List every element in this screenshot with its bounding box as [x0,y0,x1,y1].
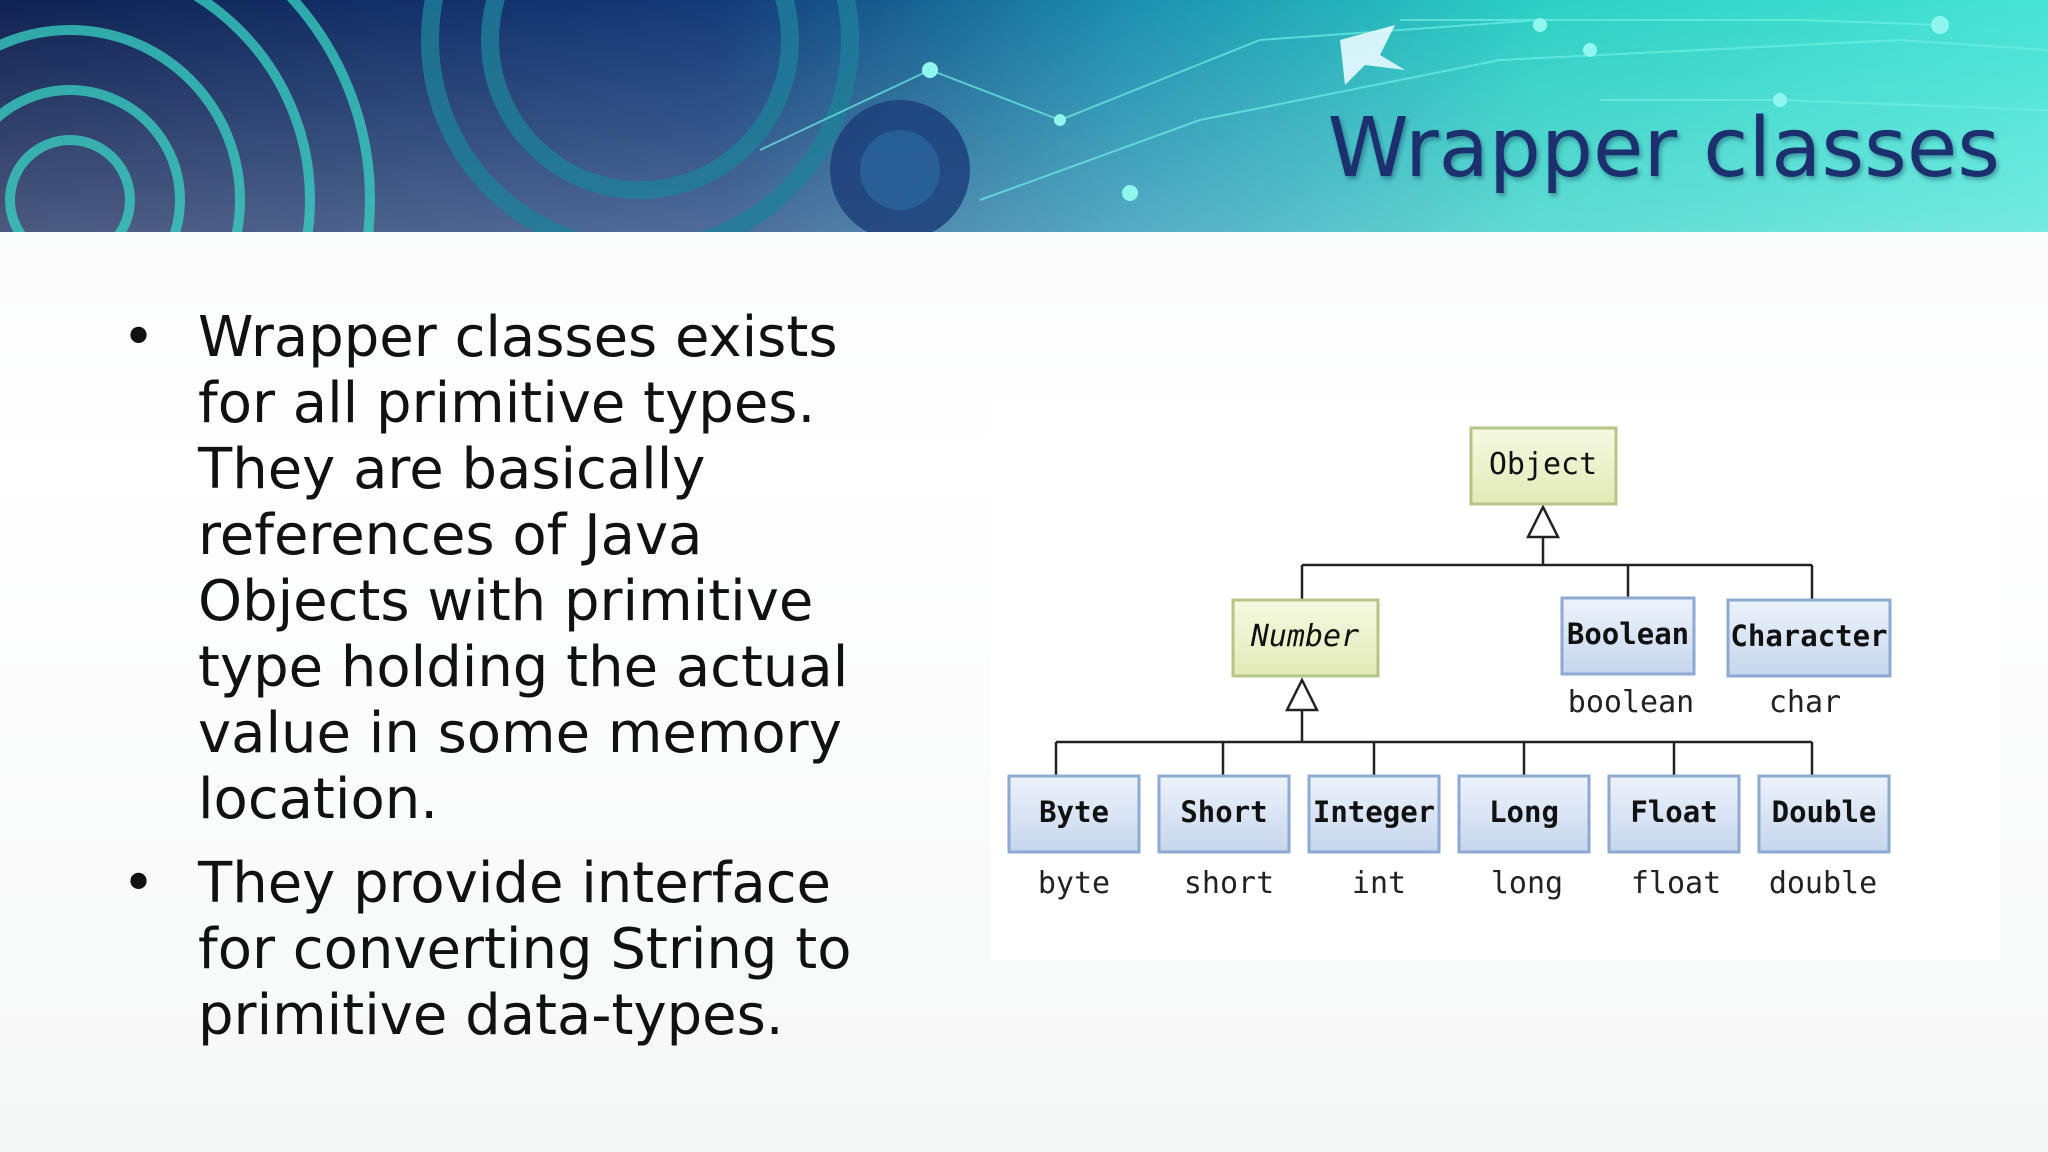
class-name: Integer [1313,795,1435,829]
class-node-short: Short [1157,774,1291,854]
primitive-type-label: float [1631,866,1721,901]
bullet-marker: • [122,851,156,916]
inheritance-arrow-icon [1525,504,1561,539]
bullet-text: They provide interface for converting St… [198,851,852,1048]
bullet-marker: • [122,305,156,370]
class-node-float: Float [1607,774,1741,854]
bullet-text: Wrapper classes exists for all primitive… [198,305,849,832]
class-node-object: Object [1469,426,1618,506]
class-name: Object [1489,447,1597,482]
primitive-type-label: char [1769,685,1841,720]
class-name: Character [1730,619,1887,653]
class-node-boolean: Boolean [1560,596,1696,676]
class-node-integer: Integer [1307,774,1441,854]
class-node-double: Double [1757,774,1891,854]
class-name: Short [1180,795,1267,829]
bullet-item: • Wrapper classes exists for all primiti… [118,305,878,833]
class-node-character: Character [1726,598,1892,678]
inheritance-arrow-icon [1284,677,1320,712]
class-name: Number [1250,619,1359,654]
class-name: Float [1630,795,1717,829]
class-hierarchy-diagram: Object Number Boolean boolean Character … [1007,426,1892,901]
class-name: Long [1489,795,1559,829]
class-node-byte: Byte [1007,774,1141,854]
slide-title: Wrapper classes [1327,101,2000,196]
primitive-type-label: short [1184,866,1274,901]
connector-lines [1054,537,1814,776]
class-name: Boolean [1567,617,1689,651]
primitive-type-label: int [1352,866,1406,901]
primitive-type-label: byte [1038,866,1110,901]
class-name: Byte [1039,795,1109,829]
class-node-long: Long [1457,774,1591,854]
class-node-number: Number [1231,598,1380,678]
bullet-list: • Wrapper classes exists for all primiti… [118,305,878,1067]
primitive-type-label: long [1491,866,1563,901]
bullet-item: • They provide interface for converting … [118,851,878,1049]
primitive-type-label: boolean [1568,685,1694,720]
header-banner [0,0,2048,232]
class-name: Double [1772,795,1877,829]
primitive-type-label: double [1769,866,1877,901]
